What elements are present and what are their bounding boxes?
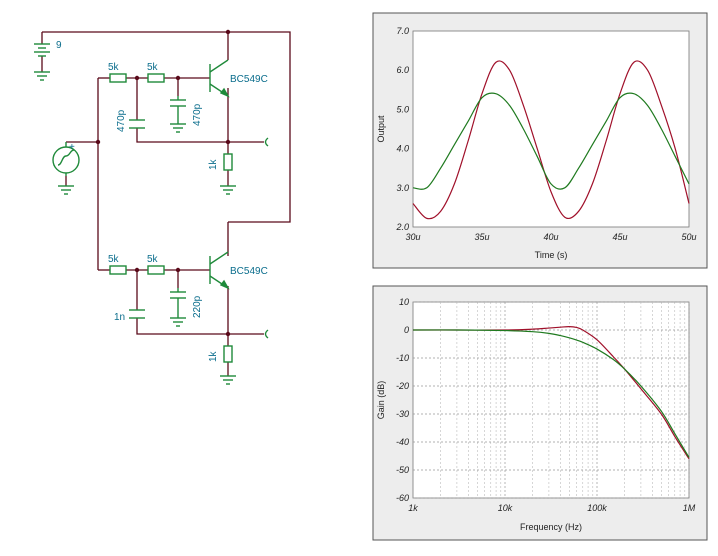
x-tick-label: 45u xyxy=(612,232,627,242)
series-line xyxy=(412,60,690,220)
series-line xyxy=(412,329,690,458)
output-terminal xyxy=(264,329,269,339)
ground-symbol xyxy=(170,317,186,327)
ground-symbol xyxy=(220,185,236,195)
x-tick-label: 1k xyxy=(408,503,418,513)
junction-dots xyxy=(95,29,231,337)
y-tick-label: 3.0 xyxy=(396,183,409,193)
y-tick-label: 7.0 xyxy=(396,26,409,36)
capacitor xyxy=(170,96,186,124)
y-axis-label: Output xyxy=(376,115,386,143)
chart-ticks: 30u 35u 40u 45u 50u 2.0 3.0 4.0 5.0 6.0 7.0 xyxy=(395,26,696,242)
y-tick-label: -30 xyxy=(396,409,409,419)
r1-label: 5k xyxy=(108,254,120,265)
c2-label: 470p xyxy=(192,103,203,126)
capacitor xyxy=(129,309,145,319)
r2-label: 5k xyxy=(147,254,159,265)
transistor-label: BC549C xyxy=(230,266,268,277)
y-tick-label: -40 xyxy=(396,437,409,447)
x-tick-label: 50u xyxy=(681,232,696,242)
circuit-labels: 9 + 5k 5k BC549C 470p 470p 1k 5k 5k BC54… xyxy=(56,40,268,362)
y-tick-label: -50 xyxy=(396,465,409,475)
x-axis-label: Frequency (Hz) xyxy=(520,522,582,532)
x-tick-label: 35u xyxy=(474,232,489,242)
re-label: 1k xyxy=(208,158,219,170)
c1-label: 470p xyxy=(116,109,127,132)
y-tick-label: 10 xyxy=(399,297,409,307)
npn-transistor xyxy=(209,59,230,98)
resistor xyxy=(147,265,165,275)
chart-panel-frequency: 1k 10k 100k 1M 10 0 -10 -20 -30 -40 -50 -60 Frequen… xyxy=(372,285,708,541)
chart-panel-time: 30u 35u 40u 45u 50u 2.0 3.0 4.0 5.0 6.0 7.0 Time (… xyxy=(372,12,708,269)
capacitor xyxy=(129,119,145,129)
y-tick-label: 5.0 xyxy=(396,104,409,114)
ground-symbol xyxy=(170,123,186,133)
resistor xyxy=(109,73,127,83)
y-tick-label: -60 xyxy=(396,493,409,503)
npn-transistor xyxy=(209,251,230,290)
series-line xyxy=(413,326,690,460)
chart-series-group xyxy=(412,326,690,460)
resistor xyxy=(147,73,165,83)
x-tick-label: 1M xyxy=(683,503,696,513)
resistor xyxy=(223,153,233,171)
y-tick-label: 2.0 xyxy=(395,222,409,232)
r2-label: 5k xyxy=(147,62,159,73)
y-tick-label: 6.0 xyxy=(396,65,409,75)
y-axis-label: Gain (dB) xyxy=(376,381,386,420)
chart-series-group xyxy=(412,60,690,220)
x-tick-label: 10k xyxy=(498,503,513,513)
r1-label: 5k xyxy=(108,62,120,73)
output-terminal xyxy=(264,137,269,147)
x-axis-label: Time (s) xyxy=(535,250,568,260)
battery-label: 9 xyxy=(56,40,62,51)
ground-symbol xyxy=(58,185,74,195)
y-tick-label: -10 xyxy=(396,353,409,363)
signal-source xyxy=(52,142,80,176)
source-plus-label: + xyxy=(69,142,75,153)
y-tick-label: 0 xyxy=(404,325,409,335)
transistor-label: BC549C xyxy=(230,74,268,85)
c1-label: 1n xyxy=(114,312,125,323)
chart-ticks: 1k 10k 100k 1M 10 0 -10 -20 -30 -40 -50 -60 xyxy=(396,297,696,513)
x-tick-label: 40u xyxy=(543,232,558,242)
resistor xyxy=(109,265,127,275)
y-tick-label: 4.0 xyxy=(396,144,409,154)
ground-symbol xyxy=(34,71,50,81)
x-tick-label: 100k xyxy=(587,503,607,513)
c2-label: 220p xyxy=(192,295,203,318)
x-tick-label: 30u xyxy=(405,232,420,242)
resistor xyxy=(223,345,233,363)
battery-symbol xyxy=(34,43,50,57)
series-line xyxy=(412,92,690,190)
capacitor xyxy=(170,288,186,318)
y-tick-label: -20 xyxy=(396,381,409,391)
re-label: 1k xyxy=(208,350,219,362)
ground-symbol xyxy=(220,375,236,385)
